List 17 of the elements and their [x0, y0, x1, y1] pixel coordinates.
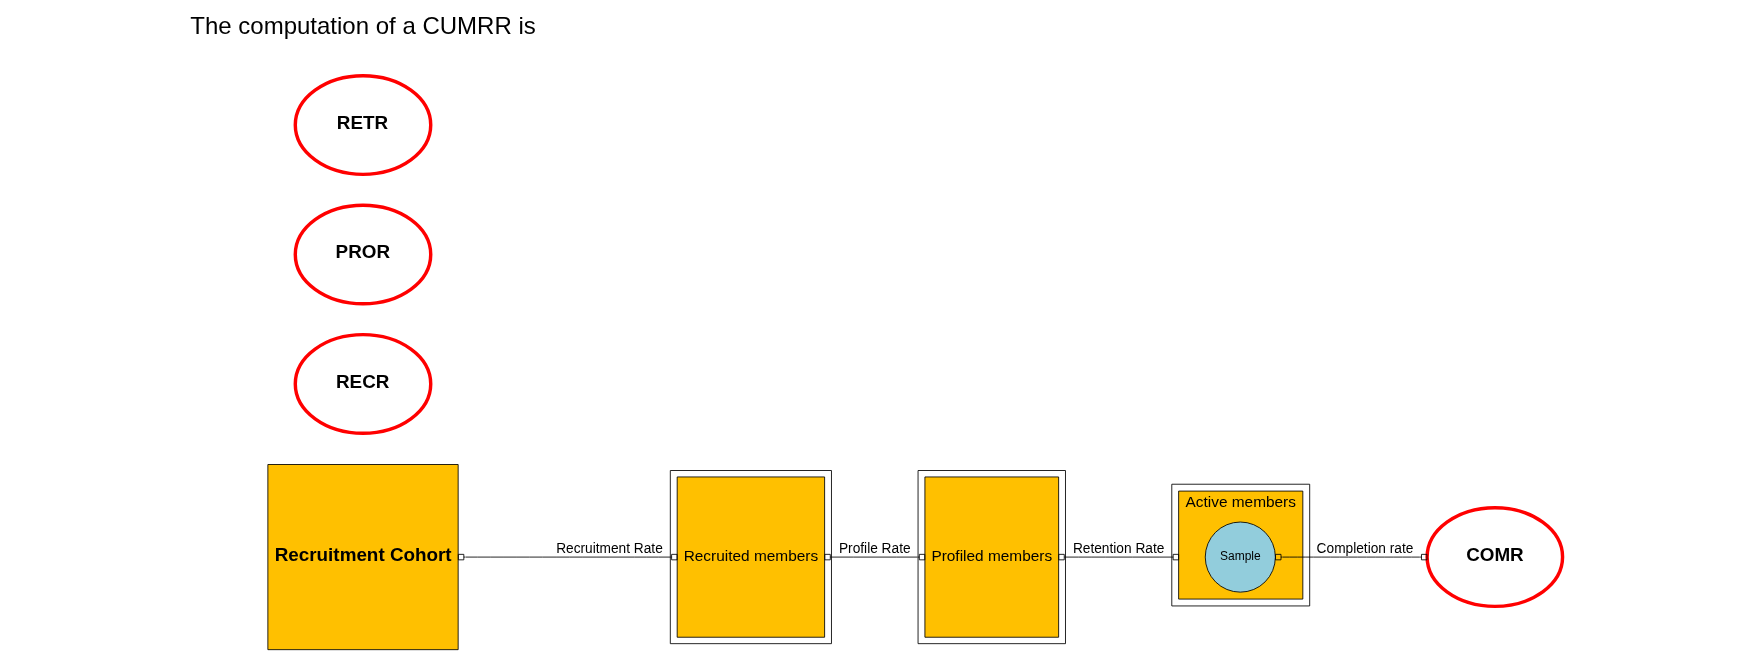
node-box: Profiled members: [924, 476, 1059, 638]
edge-label: Profile Rate: [838, 540, 911, 556]
node-ellipse: COMR: [1424, 506, 1564, 609]
connector: [457, 553, 678, 561]
connector: [1057, 553, 1179, 561]
edge-label: Retention Rate: [1072, 540, 1164, 556]
node-box: Recruitment Cohort: [266, 464, 459, 651]
connector: [823, 553, 925, 561]
node-ellipse: RECR: [293, 332, 432, 435]
edge-label: Recruitment Rate: [555, 540, 663, 556]
node-ellipse: PROR: [293, 203, 432, 306]
connector: [1274, 553, 1427, 561]
node-circle: Sample: [1204, 521, 1276, 593]
node-ellipse: RETR: [293, 74, 432, 177]
node-box: Recruited members: [676, 476, 825, 638]
label: The computation of a CUMRR is: [189, 12, 536, 40]
edge-label: Completion rate: [1316, 540, 1413, 556]
